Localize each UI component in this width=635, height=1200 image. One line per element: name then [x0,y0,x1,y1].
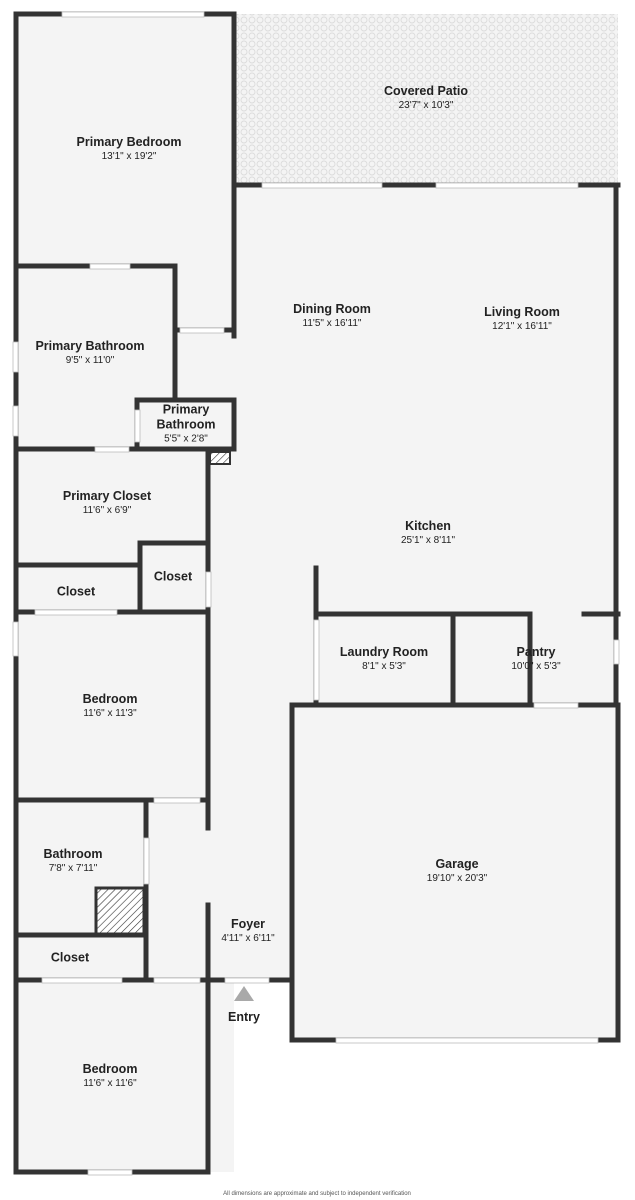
label-living-room: Living Room 12'1" x 16'11" [484,305,560,333]
chase-hatch-bathroom [94,886,146,936]
label-kitchen: Kitchen 25'1" x 8'11" [401,519,455,547]
entry-arrow-icon [234,986,254,1001]
room-dims: 19'10" x 20'3" [426,873,488,884]
room-name: Primary Bathroom [35,339,145,353]
label-closet-a: Closet [154,570,192,585]
room-dims: 5'5" x 2'8" [164,433,208,445]
floor-areas [16,14,618,1172]
label-foyer: Foyer 4'11" x 6'11" [221,917,274,945]
label-primary-bathroom-small: Primary Bathroom 5'5" x 2'8" [156,403,215,446]
room-name-line2: Bathroom [156,417,216,432]
label-primary-bathroom: Primary Bathroom 9'5" x 11'0" [35,339,144,367]
room-name: Bedroom [82,1062,138,1076]
room-name: Dining Room [293,302,371,316]
room-name: Closet [153,569,193,584]
room-name-line1: Primary [162,402,210,417]
windows [12,11,620,1176]
room-dims: 11'5" x 16'11" [302,318,362,329]
chase-hatch-top [209,451,231,465]
room-name: Covered Patio [383,84,469,98]
label-pantry: Pantry 10'0" x 5'3" [511,645,560,673]
label-closet-c: Closet [51,951,89,966]
label-laundry-room: Laundry Room 8'1" x 5'3" [340,645,428,673]
room-name: Primary Bedroom [76,135,182,149]
label-primary-bedroom: Primary Bedroom 13'1" x 19'2" [77,135,182,163]
room-dims: 9'5" x 11'0" [65,355,115,366]
room-dims: 11'6" x 6'9" [82,505,132,516]
room-name: Closet [50,950,90,965]
disclaimer-note: All dimensions are approximate and subje… [223,1191,411,1197]
room-name: Garage [435,857,479,871]
label-bedroom-1: Bedroom 11'6" x 11'3" [83,692,138,720]
covered-patio-floor [236,14,618,185]
room-name: Foyer [230,917,266,931]
room-dims: 11'6" x 11'6" [83,1078,137,1089]
room-name: Kitchen [405,519,451,533]
room-name: Primary Closet [62,489,152,503]
label-bathroom: Bathroom 7'8" x 7'11" [43,847,102,875]
label-garage: Garage 19'10" x 20'3" [427,857,487,885]
room-name: Closet [56,584,96,599]
label-bedroom-2: Bedroom 11'6" x 11'6" [83,1062,138,1090]
room-name: Bedroom [82,692,138,706]
room-dims: 23'7" x 10'3" [398,100,454,111]
room-dims: 11'6" x 11'3" [83,708,137,719]
room-dims: 4'11" x 6'11" [221,933,275,944]
room-name: Bathroom [43,847,103,861]
label-closet-b: Closet [57,585,95,600]
room-name: Pantry [516,645,556,659]
entry-label: Entry [228,1010,260,1024]
room-dims: 8'1" x 5'3" [362,661,406,672]
room-name: Living Room [484,305,560,319]
room-dims: 13'1" x 19'2" [101,151,157,162]
room-dims: 12'1" x 16'11" [492,321,552,332]
label-primary-closet: Primary Closet 11'6" x 6'9" [63,489,151,517]
room-dims: 7'8" x 7'11" [48,863,98,874]
label-dining-room: Dining Room 11'5" x 16'11" [293,302,371,330]
room-name: Laundry Room [339,645,429,659]
label-covered-patio: Covered Patio 23'7" x 10'3" [384,84,468,112]
room-dims: 10'0" x 5'3" [511,661,561,672]
room-dims: 25'1" x 8'11" [400,535,456,546]
